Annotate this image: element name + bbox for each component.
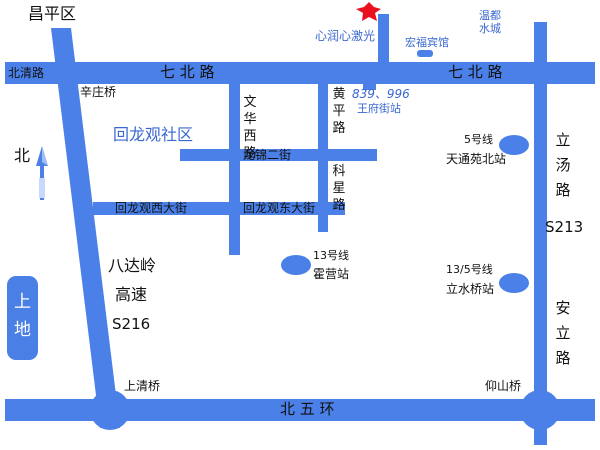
road-beiwuhuan — [5, 399, 595, 421]
shangdi-label: 上地 — [14, 292, 31, 340]
label-lishuiqiao: 立水桥站 — [446, 282, 495, 296]
label-kexing-lu: 科星路 — [332, 164, 346, 213]
label-litang-lu: 立汤路 — [555, 131, 571, 199]
label-hongfu-hotel: 宏福宾馆 — [405, 36, 449, 49]
label-gaosu: 高速 — [115, 285, 148, 304]
road-badaling — [51, 28, 120, 428]
label-wenhua-xilu: 文华西路 — [243, 95, 257, 161]
road-litang — [534, 22, 547, 445]
label-changping: 昌平区 — [28, 4, 77, 23]
label-xinzhuangqiao: 辛庄桥 — [80, 85, 117, 99]
label-huilongguan: 回龙观社区 — [113, 125, 194, 144]
label-huilongguan-dongdajie: 回龙观东大街 — [243, 201, 316, 215]
label-line13-5: 13/5号线 — [446, 263, 493, 276]
label-qibeilu-left: 七 北 路 — [160, 63, 215, 81]
shangdi-button[interactable]: 上地 — [7, 276, 38, 360]
label-qibeilu-right: 七 北 路 — [448, 63, 503, 81]
interchange-shangqing — [90, 390, 130, 430]
label-line13: 13号线 — [313, 249, 349, 262]
station-marker-tiantongyuan — [499, 135, 529, 155]
label-tiantongyuan-bei: 天通苑北站 — [446, 152, 507, 166]
road-wenhua — [229, 84, 240, 255]
label-bus-routes: 839、996 — [352, 87, 410, 101]
label-yangshanqiao: 仰山桥 — [485, 379, 522, 393]
north-arrow-icon — [36, 146, 48, 200]
road-huilongguan-dajie — [93, 202, 345, 215]
label-huoying: 霍营站 — [313, 267, 350, 281]
label-north: 北 — [14, 146, 31, 165]
label-wangfujie-station: 王府街站 — [357, 102, 401, 115]
label-huangping-lu: 黄平路 — [332, 87, 346, 136]
interchange-yangshan — [520, 390, 560, 430]
road-to-xinrun — [378, 14, 389, 66]
label-longjin-erjie: 龙锦二街 — [243, 148, 292, 162]
label-s216: S216 — [112, 315, 151, 333]
station-marker-huoying — [281, 255, 311, 275]
label-shangqingqiao: 上清桥 — [124, 379, 161, 393]
label-wendu-shuicheng: 温都水城 — [479, 9, 501, 35]
label-huilongguan-xidajie: 回龙观西大街 — [115, 201, 188, 215]
label-beiwuhuan: 北 五 环 — [280, 400, 335, 418]
station-marker-lishuiqiao — [499, 273, 529, 293]
label-s213: S213 — [545, 218, 584, 236]
label-beiqinglu: 北清路 — [8, 66, 45, 80]
road-huangping — [318, 84, 328, 232]
label-anli-lu: 安立路 — [555, 299, 571, 367]
label-badaling: 八达岭 — [108, 256, 157, 275]
bus-stop-marker — [363, 84, 376, 90]
road-qibei — [5, 62, 595, 84]
label-xinrun-laser: 心润心激光 — [315, 29, 376, 43]
label-line5: 5号线 — [464, 133, 493, 146]
hotel-marker — [417, 50, 433, 57]
destination-star-icon — [356, 2, 381, 21]
